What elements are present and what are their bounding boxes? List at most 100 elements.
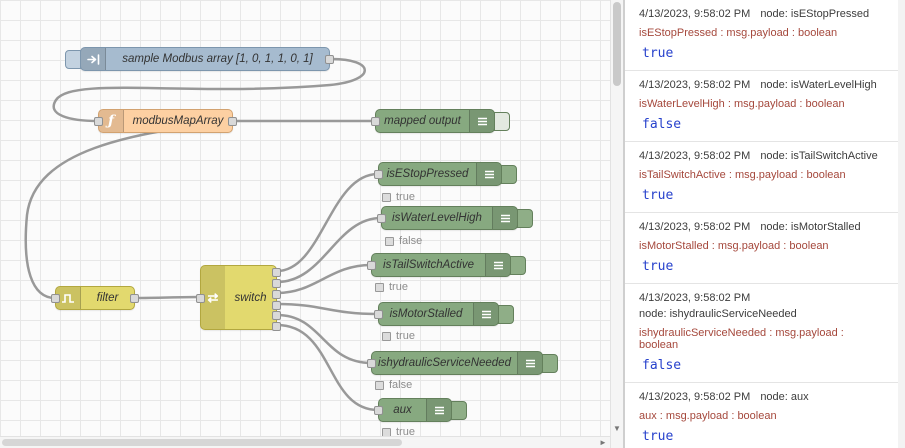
- wire[interactable]: [134, 295, 201, 300]
- status-text: false: [399, 235, 423, 247]
- status-text: true: [389, 281, 408, 293]
- debug-payload-path: isTailSwitchActive : msg.payload : boole…: [639, 169, 846, 181]
- debug-list-icon: [473, 303, 498, 325]
- debug-toggle-button[interactable]: [542, 354, 558, 373]
- debug-message: 4/13/2023, 9:58:02 PM node: isEStopPress…: [625, 0, 905, 71]
- scroll-right-arrow-icon[interactable]: ►: [599, 437, 607, 447]
- node-label: isEStopPressed: [386, 168, 469, 180]
- debug-node-name: node: isMotorStalled: [760, 221, 861, 233]
- wire[interactable]: [276, 172, 379, 273]
- debug-list-icon: [485, 254, 510, 276]
- input-port[interactable]: [196, 294, 205, 303]
- inject-node[interactable]: sample Modbus array [1, 0, 1, 1, 0, 1]: [65, 47, 334, 71]
- input-port[interactable]: [367, 261, 376, 270]
- input-port[interactable]: [94, 117, 103, 126]
- scroll-down-arrow-icon[interactable]: ▼: [613, 423, 621, 433]
- node-status: true: [382, 191, 415, 203]
- debug-payload-value: false: [642, 358, 682, 373]
- input-port[interactable]: [374, 310, 383, 319]
- wire[interactable]: [276, 313, 372, 365]
- debug-node-isTailSwitchActive[interactable]: isTailSwitchActive: [367, 253, 526, 277]
- output-port[interactable]: [130, 294, 139, 303]
- debug-node-isWaterLevelHigh[interactable]: isWaterLevelHigh: [377, 206, 533, 230]
- debug-node-name: node: aux: [760, 391, 809, 403]
- horizontal-scrollbar-thumb[interactable]: [2, 439, 402, 446]
- node-label: filter: [96, 292, 119, 304]
- debug-timestamp: 4/13/2023, 9:58:02 PM: [639, 292, 751, 304]
- debug-payload-path: isWaterLevelHigh : msg.payload : boolean: [639, 98, 845, 110]
- output-port-4[interactable]: [272, 301, 281, 310]
- debug-node-ishydraulicServiceNeeded[interactable]: ishydraulicServiceNeeded: [367, 351, 558, 375]
- debug-payload-value: true: [642, 188, 674, 203]
- input-port[interactable]: [51, 294, 60, 303]
- sidebar-divider[interactable]: [623, 0, 625, 448]
- flow-canvas[interactable]: sample Modbus array [1, 0, 1, 1, 0, 1] ƒ…: [0, 0, 610, 448]
- wire[interactable]: [276, 323, 379, 412]
- wire[interactable]: [276, 302, 379, 316]
- debug-node-name: node: isEStopPressed: [760, 8, 870, 20]
- node-label: ishydraulicServiceNeeded: [378, 357, 511, 369]
- wire[interactable]: [276, 216, 382, 284]
- output-port-5[interactable]: [272, 311, 281, 320]
- debug-toggle-button[interactable]: [510, 256, 526, 275]
- wire[interactable]: [52, 57, 366, 123]
- inject-button[interactable]: [65, 50, 81, 69]
- debug-message-meta: 4/13/2023, 9:58:02 PM node: isMotorStall…: [639, 221, 886, 233]
- node-label: switch: [234, 291, 267, 304]
- input-port[interactable]: [374, 170, 383, 179]
- debug-node-aux[interactable]: aux: [374, 398, 467, 422]
- input-port[interactable]: [377, 214, 386, 223]
- output-port[interactable]: [325, 55, 334, 64]
- node-label: mapped output: [384, 115, 461, 127]
- debug-message-meta: 4/13/2023, 9:58:02 PM node: isWaterLevel…: [639, 79, 886, 91]
- input-port[interactable]: [374, 406, 383, 415]
- debug-list-icon: [476, 163, 501, 185]
- debug-node-isMotorStalled[interactable]: isMotorStalled: [374, 302, 514, 326]
- vertical-scrollbar-thumb[interactable]: [613, 2, 621, 86]
- filter-node[interactable]: filter: [51, 286, 139, 310]
- debug-timestamp: 4/13/2023, 9:58:02 PM: [639, 391, 751, 403]
- debug-timestamp: 4/13/2023, 9:58:02 PM: [639, 150, 751, 162]
- debug-message-meta: 4/13/2023, 9:58:02 PM node: isTailSwitch…: [639, 150, 886, 162]
- debug-message: 4/13/2023, 9:58:02 PM node: isTailSwitch…: [625, 142, 905, 213]
- debug-toggle-button[interactable]: [451, 401, 467, 420]
- debug-message: 4/13/2023, 9:58:02 PM node: isWaterLevel…: [625, 71, 905, 142]
- debug-message-meta: 4/13/2023, 9:58:02 PM node: isEStopPress…: [639, 8, 886, 20]
- debug-list-icon: [517, 352, 542, 374]
- debug-node-isEStopPressed[interactable]: isEStopPressed: [374, 162, 517, 186]
- input-port[interactable]: [371, 117, 380, 126]
- debug-toggle-button[interactable]: [494, 112, 510, 131]
- debug-list-icon: [492, 207, 517, 229]
- status-shape-icon: [375, 380, 384, 390]
- function-node[interactable]: ƒ modbusMapArray: [94, 109, 237, 133]
- debug-toggle-button[interactable]: [517, 209, 533, 228]
- output-port-3[interactable]: [272, 290, 281, 299]
- status-text: true: [396, 191, 415, 203]
- status-shape-icon: [382, 331, 391, 341]
- input-port[interactable]: [367, 359, 376, 368]
- output-port-1[interactable]: [272, 268, 281, 277]
- status-shape-icon: [382, 192, 391, 202]
- output-port-6[interactable]: [272, 322, 281, 331]
- canvas-horizontal-scrollbar[interactable]: ►: [0, 436, 610, 448]
- debug-timestamp: 4/13/2023, 9:58:02 PM: [639, 8, 751, 20]
- debug-message: 4/13/2023, 9:58:02 PM node: ishydraulicS…: [625, 284, 905, 383]
- debug-node-mapped-output[interactable]: mapped output: [371, 109, 510, 133]
- output-port[interactable]: [228, 117, 237, 126]
- output-port-2[interactable]: [272, 279, 281, 288]
- canvas-vertical-scrollbar[interactable]: ▼: [610, 0, 623, 448]
- debug-message: 4/13/2023, 9:58:02 PM node: aux aux : ms…: [625, 383, 905, 448]
- node-label: isWaterLevelHigh: [392, 212, 482, 224]
- node-label: isTailSwitchActive: [383, 259, 474, 271]
- debug-toggle-button[interactable]: [501, 165, 517, 184]
- status-text: false: [389, 379, 413, 391]
- switch-node[interactable]: ⇄ switch: [196, 265, 281, 331]
- status-text: true: [396, 426, 415, 438]
- debug-payload-value: true: [642, 259, 674, 274]
- debug-payload-path: isEStopPressed : msg.payload : boolean: [639, 27, 838, 39]
- debug-list-icon: [426, 399, 451, 421]
- wire[interactable]: [276, 263, 372, 295]
- debug-toggle-button[interactable]: [498, 305, 514, 324]
- sidebar-scrollbar[interactable]: [898, 0, 905, 448]
